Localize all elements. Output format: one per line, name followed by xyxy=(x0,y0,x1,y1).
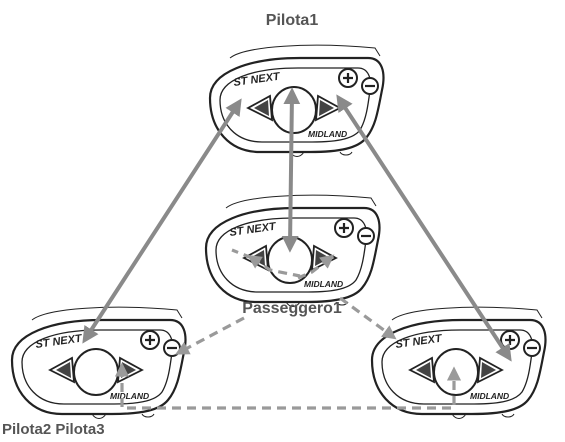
device-pilota3: ST NEXT MIDLAND xyxy=(370,306,547,420)
dashed-arrow-pilota2-pilota3 xyxy=(114,362,462,410)
dashed-arrow-to-pilota2 xyxy=(175,316,245,355)
dashed-arrow-to-pilota3 xyxy=(339,296,397,340)
maker-text: MIDLAND xyxy=(470,391,509,401)
arrow-pilota1-pilota2 xyxy=(82,98,242,344)
arrow-pilota1-passeggero1 xyxy=(281,87,301,253)
maker-text: MIDLAND xyxy=(110,391,149,401)
label-passeggero1: Passeggero1 xyxy=(242,300,342,317)
dashed-arrow-passeggero1-pilota3 xyxy=(297,254,335,280)
label-pilota1: Pilota1 xyxy=(266,12,319,29)
dashed-arrow-passeggero1-pilota2 xyxy=(231,250,301,278)
device-pilota2: ST NEXT MIDLAND xyxy=(10,306,187,420)
arrow-pilota1-pilota3 xyxy=(336,94,512,362)
device-pilota1: ST NEXT MIDLAND xyxy=(208,44,385,158)
maker-text: MIDLAND xyxy=(304,279,343,289)
maker-text: MIDLAND xyxy=(308,129,347,139)
label-pilota2-pilota3: Pilota2 Pilota3 xyxy=(2,421,105,438)
